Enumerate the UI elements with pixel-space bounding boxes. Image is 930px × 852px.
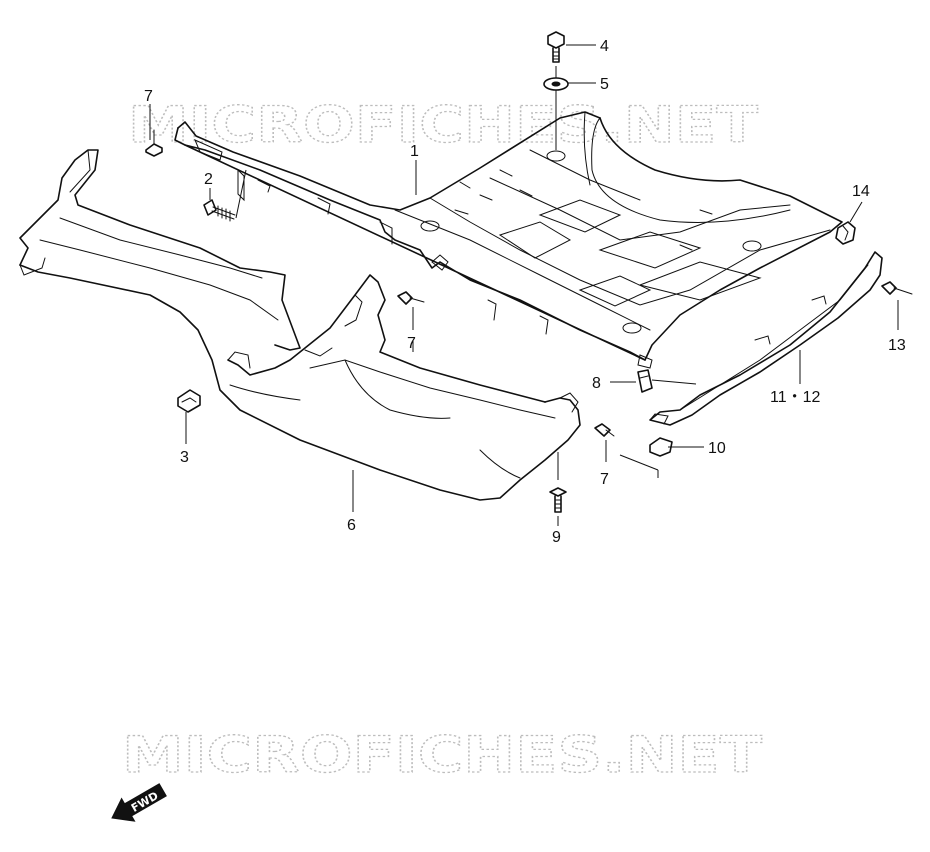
watermark-top: MICROFICHES.NET xyxy=(128,96,758,154)
leader-lines xyxy=(149,44,899,526)
part-washer-5 xyxy=(543,77,569,91)
part-clip-14 xyxy=(835,221,856,245)
part-bolt-4 xyxy=(547,31,565,63)
part-clip-8 xyxy=(637,369,653,393)
callout-7: 7 xyxy=(407,335,416,352)
callout-1: 1 xyxy=(410,143,419,160)
callout-7: 7 xyxy=(600,471,609,488)
part-bolt-2 xyxy=(203,199,236,222)
callout-2: 2 xyxy=(204,171,213,188)
callout-9: 9 xyxy=(552,529,561,546)
part-screw-7a xyxy=(145,129,163,157)
callout-13: 13 xyxy=(888,337,906,354)
part-floor-board xyxy=(174,111,843,369)
callout-7: 7 xyxy=(144,88,153,105)
callout-labels: 4 5 1 7 2 14 13 7 8 11・12 3 10 7 6 9 xyxy=(144,38,906,546)
callout-14: 14 xyxy=(852,183,870,200)
callout-3: 3 xyxy=(180,449,189,466)
part-side-cover xyxy=(19,149,581,501)
callout-4: 4 xyxy=(600,38,609,55)
watermark-bottom: MICROFICHES.NET xyxy=(122,726,762,784)
callout-11-12: 11・12 xyxy=(770,389,821,406)
part-nut-10 xyxy=(649,437,673,457)
part-screw-9 xyxy=(549,487,567,513)
callout-10: 10 xyxy=(708,440,726,457)
fwd-arrow-icon: FWD xyxy=(111,783,167,822)
part-screw-7c xyxy=(594,423,615,437)
callout-6: 6 xyxy=(347,517,356,534)
callout-8: 8 xyxy=(592,375,601,392)
callout-5: 5 xyxy=(600,76,609,93)
part-screw-13 xyxy=(881,281,913,295)
part-side-rail xyxy=(649,251,883,426)
part-screw-7b xyxy=(397,291,425,305)
part-clip-3 xyxy=(177,389,201,413)
